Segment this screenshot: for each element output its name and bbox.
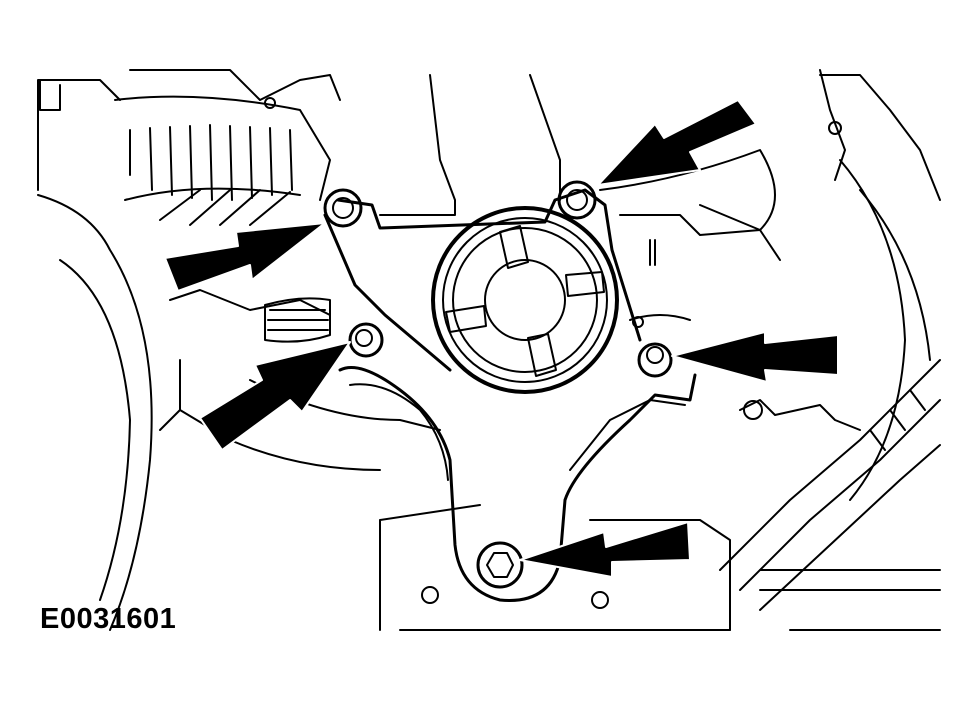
arrow-middle-left-bolt [199, 341, 351, 451]
arrow-right-bolt [671, 331, 839, 383]
arrow-bottom-bolt [519, 521, 691, 578]
arrow-upper-left-bolt [164, 222, 326, 292]
right-bolt [637, 342, 673, 378]
middle-left-bolt [348, 322, 384, 358]
bottom-bolt [476, 541, 524, 589]
pulley-bracket-assembly [323, 188, 697, 602]
upper-left-bolt [323, 188, 363, 228]
arrow-upper-right-bolt [597, 99, 757, 186]
upper-right-bolt [557, 180, 597, 220]
figure-id-label: E0031601 [40, 603, 177, 635]
